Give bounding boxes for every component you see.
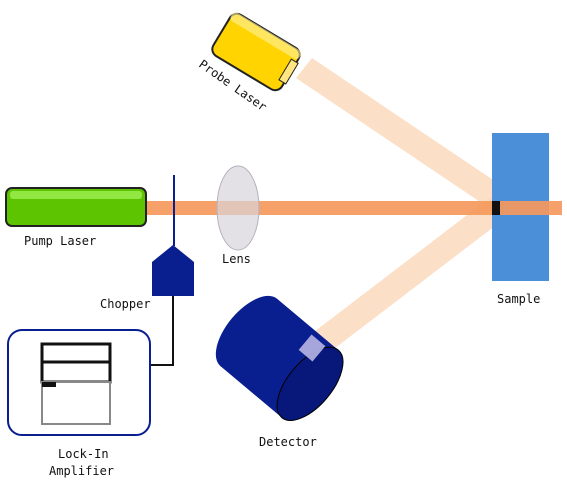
- detector-label: Detector: [259, 435, 317, 449]
- chopper-body: [152, 245, 194, 296]
- lens: [216, 165, 260, 251]
- probe-beam-incident: [296, 58, 508, 210]
- pump-laser: [5, 187, 147, 227]
- chopper-cable: [150, 296, 174, 366]
- probe-laser: [211, 12, 302, 92]
- lockin-label-line2: Amplifier: [49, 464, 114, 478]
- pump-laser-label: Pump Laser: [24, 234, 96, 248]
- probe-beam-reflected: [306, 196, 508, 358]
- detector-window: [298, 334, 326, 362]
- chopper-label: Chopper: [100, 297, 151, 311]
- sample-spot: [492, 201, 500, 215]
- sample-label: Sample: [497, 292, 540, 306]
- lockin-instrument: [40, 342, 112, 425]
- detector: [215, 295, 344, 421]
- lockin-label-line1: Lock-In: [58, 447, 109, 461]
- lens-label: Lens: [222, 252, 251, 266]
